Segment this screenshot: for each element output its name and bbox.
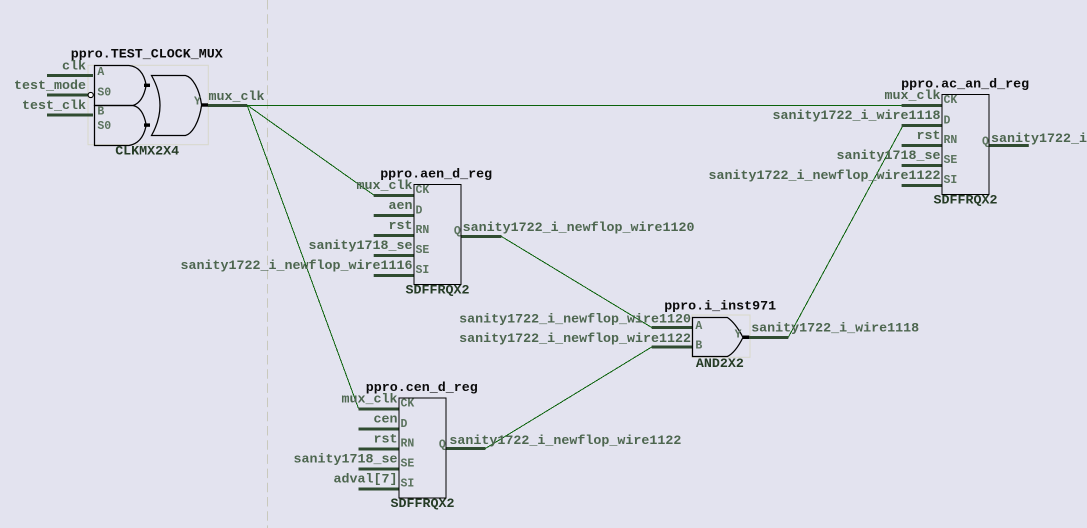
svg-text:SI: SI xyxy=(416,264,430,277)
svg-text:sanity1722_i_newflop_wire1120: sanity1722_i_newflop_wire1120 xyxy=(463,221,695,236)
svg-text:test_mode: test_mode xyxy=(14,79,86,94)
svg-text:sanity1722_i_wire1118: sanity1722_i_wire1118 xyxy=(773,109,941,124)
svg-text:SE: SE xyxy=(944,154,958,167)
svg-text:D: D xyxy=(944,115,951,128)
svg-text:rst: rst xyxy=(917,129,941,144)
svg-text:sanity1722_i_wire1119: sanity1722_i_wire1119 xyxy=(991,132,1087,147)
svg-text:Q: Q xyxy=(982,136,989,149)
svg-text:adval[7]: adval[7] xyxy=(334,472,398,487)
svg-text:sanity1718_se: sanity1718_se xyxy=(837,149,941,164)
svg-text:sanity1722_i_newflop_wire1116: sanity1722_i_newflop_wire1116 xyxy=(181,259,413,274)
svg-text:A: A xyxy=(695,320,702,333)
svg-text:D: D xyxy=(416,205,423,218)
svg-text:RN: RN xyxy=(944,134,958,147)
svg-text:SE: SE xyxy=(416,244,430,257)
svg-text:S0: S0 xyxy=(97,86,111,99)
svg-text:ppro.cen_d_reg: ppro.cen_d_reg xyxy=(366,381,478,396)
svg-text:S0: S0 xyxy=(97,120,111,133)
svg-text:D: D xyxy=(401,418,408,431)
svg-text:sanity1718_se: sanity1718_se xyxy=(309,239,413,254)
svg-text:rst: rst xyxy=(374,432,398,447)
svg-text:ppro.ac_an_d_reg: ppro.ac_an_d_reg xyxy=(901,78,1029,93)
svg-text:sanity1722_i_newflop_wire1120: sanity1722_i_newflop_wire1120 xyxy=(459,312,691,327)
svg-text:B: B xyxy=(97,105,104,118)
svg-text:RN: RN xyxy=(416,224,430,237)
svg-text:sanity1718_se: sanity1718_se xyxy=(294,452,398,467)
svg-text:sanity1722_i_newflop_wire1122: sanity1722_i_newflop_wire1122 xyxy=(459,332,691,347)
svg-text:Y: Y xyxy=(735,328,742,341)
svg-text:sanity1722_i_newflop_wire1122: sanity1722_i_newflop_wire1122 xyxy=(709,169,941,184)
svg-text:mux_clk: mux_clk xyxy=(885,89,941,104)
svg-text:CLKMX2X4: CLKMX2X4 xyxy=(115,145,179,160)
svg-text:sanity1722_i_wire1118: sanity1722_i_wire1118 xyxy=(751,321,919,336)
svg-text:SDFFRQX2: SDFFRQX2 xyxy=(406,284,470,299)
svg-text:SDFFRQX2: SDFFRQX2 xyxy=(391,497,455,512)
svg-text:SDFFRQX2: SDFFRQX2 xyxy=(934,194,998,209)
svg-text:aen: aen xyxy=(389,199,413,214)
svg-text:mux_clk: mux_clk xyxy=(357,179,413,194)
svg-text:test_clk: test_clk xyxy=(22,99,86,114)
svg-text:B: B xyxy=(695,340,702,353)
svg-text:SI: SI xyxy=(401,478,415,491)
svg-text:ppro.TEST_CLOCK_MUX: ppro.TEST_CLOCK_MUX xyxy=(71,48,223,63)
svg-text:mux_clk: mux_clk xyxy=(342,392,398,407)
svg-text:cen: cen xyxy=(374,412,398,427)
svg-text:CK: CK xyxy=(944,94,958,107)
svg-text:SE: SE xyxy=(401,458,415,471)
svg-text:sanity1722_i_newflop_wire1122: sanity1722_i_newflop_wire1122 xyxy=(449,434,681,449)
svg-text:ppro.i_inst971: ppro.i_inst971 xyxy=(664,300,776,315)
svg-text:mux_clk: mux_clk xyxy=(209,90,265,105)
svg-text:CK: CK xyxy=(416,184,430,197)
svg-text:clk: clk xyxy=(62,60,86,75)
svg-text:Y: Y xyxy=(194,95,201,108)
svg-text:Q: Q xyxy=(454,225,461,238)
svg-text:AND2X2: AND2X2 xyxy=(696,357,744,372)
svg-text:SI: SI xyxy=(944,174,958,187)
svg-text:ppro.aen_d_reg: ppro.aen_d_reg xyxy=(380,168,492,183)
svg-text:CK: CK xyxy=(401,398,415,411)
svg-text:rst: rst xyxy=(389,219,413,234)
svg-text:A: A xyxy=(97,66,104,79)
svg-text:Q: Q xyxy=(439,439,446,452)
svg-text:RN: RN xyxy=(401,438,415,451)
